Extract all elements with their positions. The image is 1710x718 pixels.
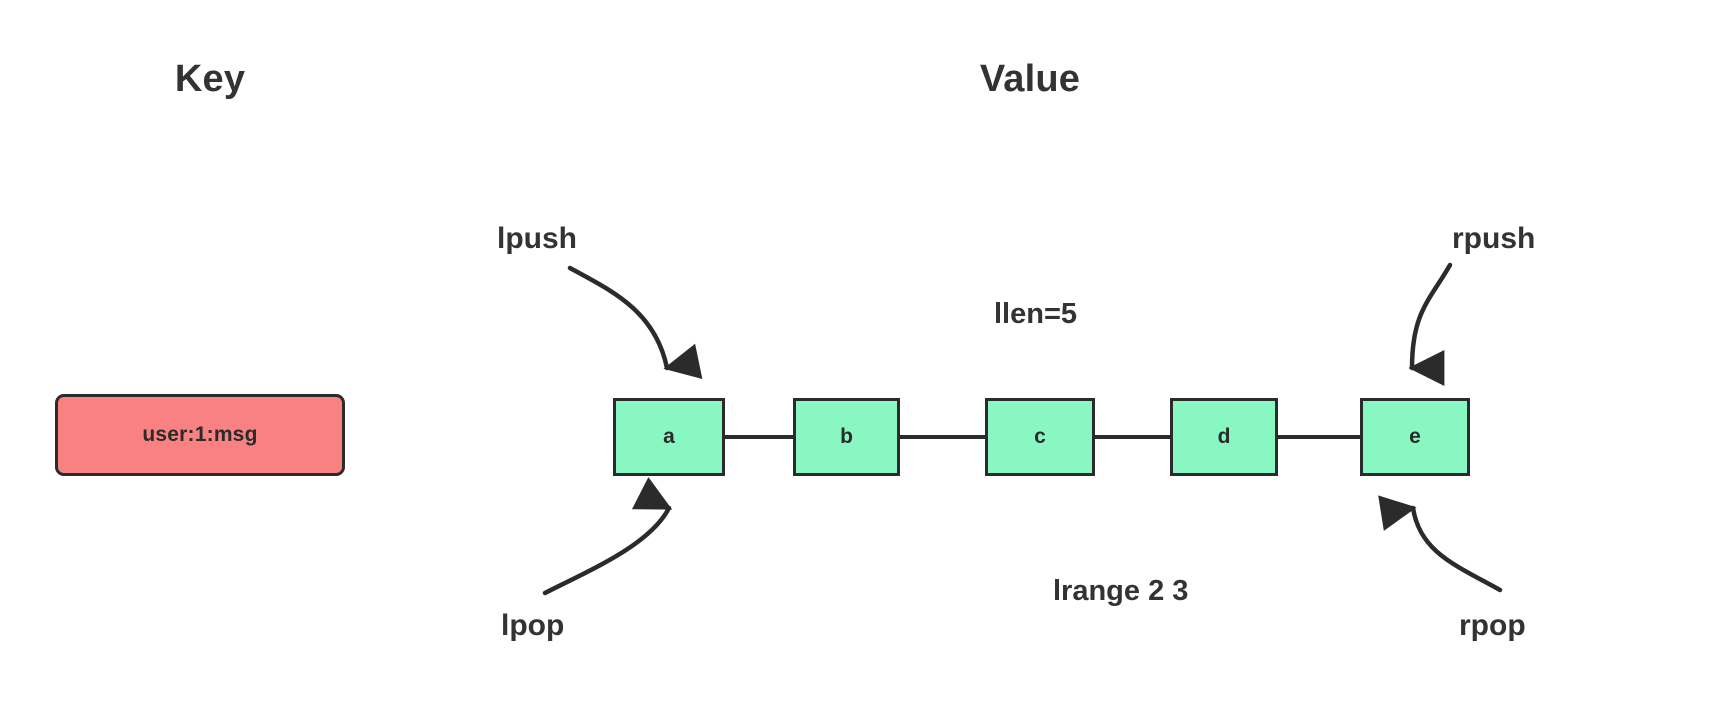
list-node-label: b — [840, 425, 853, 448]
rpop-arrow — [1378, 495, 1503, 593]
node-connector-c-d — [1092, 435, 1173, 439]
rpush-label: rpush — [1452, 222, 1536, 255]
key-box-label: user:1:msg — [142, 423, 258, 446]
node-connector-d-e — [1275, 435, 1363, 439]
key-column-heading: Key — [174, 58, 246, 100]
llen-label: llen=5 — [994, 298, 1078, 330]
list-node-e: e — [1360, 398, 1470, 476]
node-connector-a-b — [722, 435, 796, 439]
list-node-label: d — [1217, 425, 1231, 448]
lpush-arrow — [567, 265, 703, 380]
node-connector-b-c — [897, 435, 988, 439]
rpush-arrow — [1408, 262, 1453, 387]
value-column-heading: Value — [979, 58, 1081, 100]
list-node-label: c — [1034, 425, 1046, 448]
lpush-label: lpush — [497, 222, 577, 255]
list-node-d: d — [1170, 398, 1278, 476]
list-node-label: a — [663, 425, 675, 448]
list-node-a: a — [613, 398, 725, 476]
list-node-label: e — [1409, 425, 1421, 448]
lrange-label: lrange 2 3 — [1053, 575, 1189, 607]
list-node-c: c — [985, 398, 1095, 476]
rpop-label: rpop — [1459, 609, 1526, 642]
key-box: user:1:msg — [55, 394, 345, 476]
lpop-arrow — [542, 477, 673, 596]
lpop-label: lpop — [501, 609, 565, 642]
list-node-b: b — [793, 398, 900, 476]
